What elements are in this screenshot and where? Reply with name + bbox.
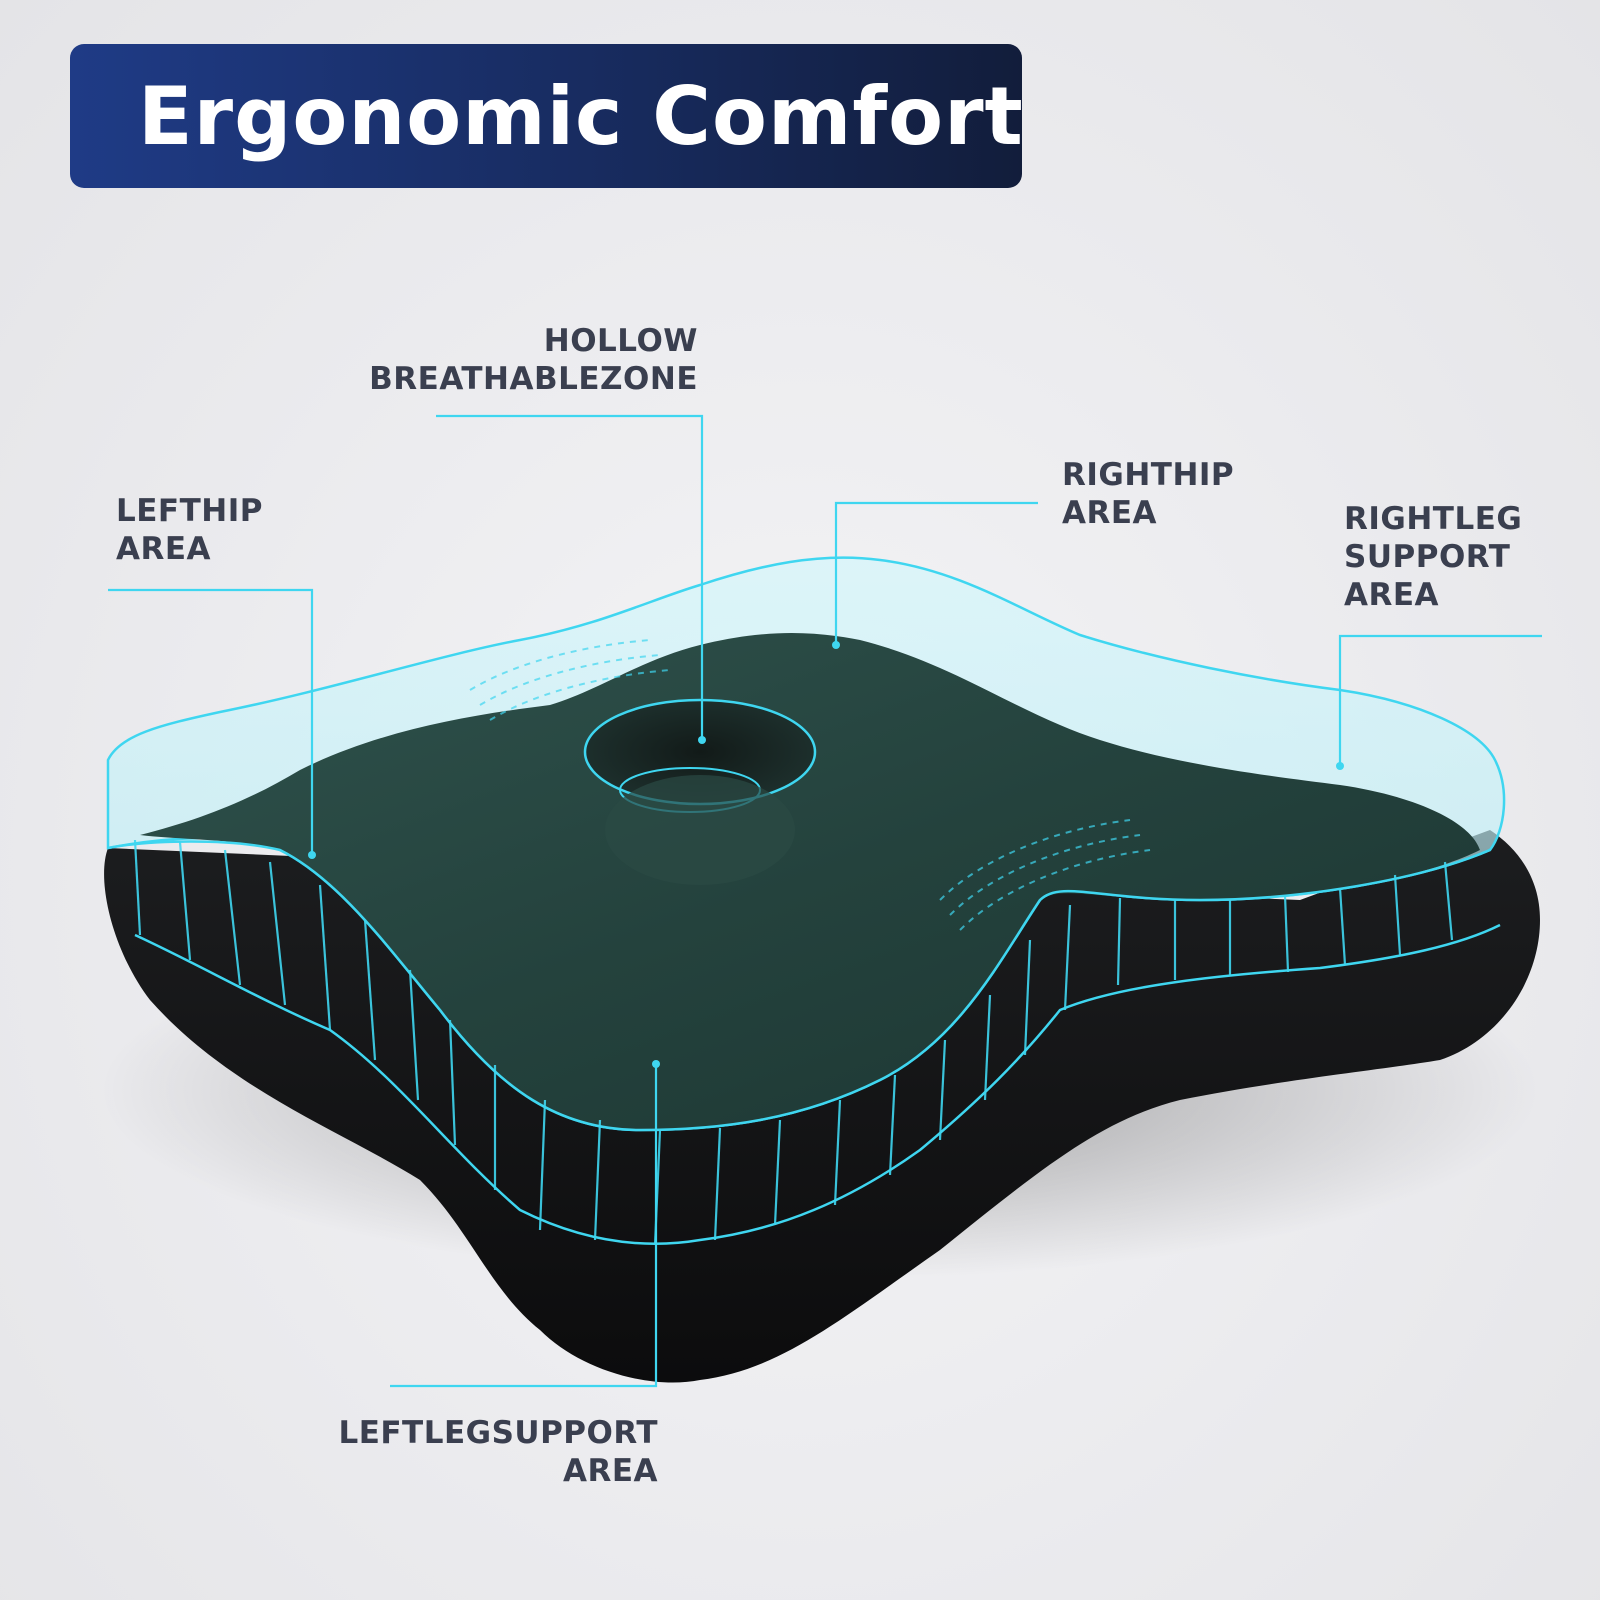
side-wall-stripes	[133, 839, 1454, 1246]
cushion-top-surface	[140, 633, 1480, 1130]
leader-hollow	[436, 414, 704, 740]
callout-right-hip-line1: RIGHTHIP	[1062, 457, 1235, 493]
coccyx-recess	[605, 775, 795, 885]
leader-right-leg	[1338, 634, 1542, 766]
leader-right-hip	[834, 501, 1038, 645]
callout-right-leg-line3: AREA	[1344, 577, 1440, 613]
callout-left-leg-line2: AREA	[562, 1453, 658, 1489]
title-banner: Ergonomic Comfort	[70, 44, 1024, 188]
leader-left-hip	[108, 588, 314, 855]
callout-right-leg-line1: RIGHTLEG	[1344, 501, 1523, 537]
callout-left-leg-line1: LEFTLEGSUPPORT	[338, 1415, 658, 1451]
leader-left-leg	[390, 1064, 658, 1388]
top-edge-outline	[107, 840, 1491, 1132]
page-title: Ergonomic Comfort	[138, 69, 1024, 163]
callout-hollow-line1: HOLLOW	[543, 323, 698, 359]
callout-right-hip-area: RIGHTHIP AREA	[1062, 456, 1234, 532]
callout-left-leg-support-area: LEFTLEGSUPPORT AREA	[338, 1414, 658, 1490]
callout-left-hip-line1: LEFTHIP	[116, 493, 263, 529]
callout-left-hip-area: LEFTHIP AREA	[116, 492, 263, 568]
leader-lines	[108, 414, 1542, 1388]
callout-hollow-breathable-zone: HOLLOW BREATHABLEZONE	[369, 322, 698, 398]
callout-left-hip-line2: AREA	[116, 531, 212, 567]
callout-right-hip-line2: AREA	[1062, 495, 1158, 531]
bottom-edge-outline	[134, 923, 1501, 1245]
callout-right-leg-support-area: RIGHTLEG SUPPORT AREA	[1344, 500, 1522, 614]
airflow-right	[939, 819, 1151, 931]
callout-right-leg-line2: SUPPORT	[1344, 539, 1511, 575]
leader-dots	[308, 641, 1344, 1068]
callout-hollow-line2: BREATHABLEZONE	[369, 361, 698, 397]
